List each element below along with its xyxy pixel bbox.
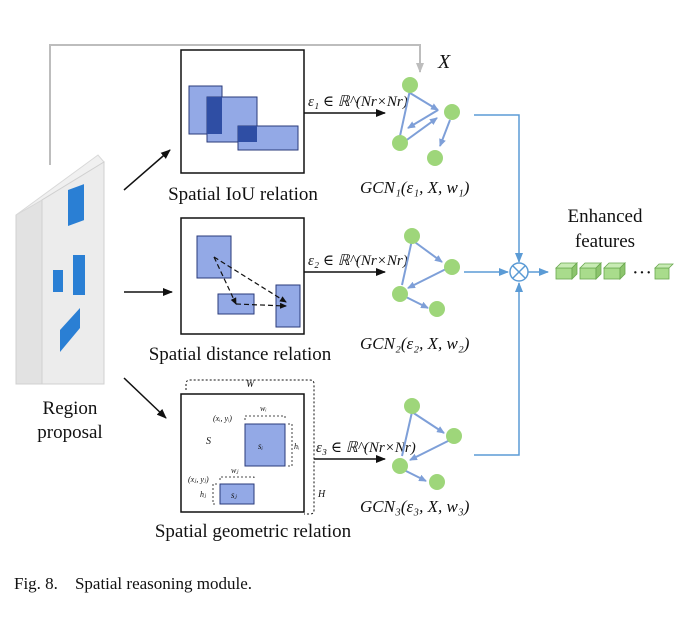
graph-node [429, 301, 445, 317]
geometric-region-s: S [206, 436, 211, 447]
distance-link [235, 302, 287, 309]
x-input-label: X [437, 51, 451, 73]
fusion-circle [509, 262, 529, 282]
feature-cube [555, 262, 578, 280]
feature-ellipsis: ··· [632, 262, 652, 284]
distance-link [213, 256, 287, 303]
graph-node [392, 135, 408, 151]
distance-relation-label: Spatial distance relation [149, 344, 332, 365]
geometric-si-label: sᵢ [258, 441, 264, 451]
proposal-box [53, 270, 63, 292]
geometric-hi: hᵢ [294, 442, 299, 451]
iou-overlap [238, 126, 257, 142]
feature-cube [579, 262, 602, 280]
edge-formula-3: ε₃ ∈ ℝ^(Nr×Nr) [316, 440, 416, 456]
enhanced-label-1: Enhanced [568, 206, 643, 227]
region-proposal-label-1: Region [43, 398, 98, 419]
arrow-to-iou [123, 149, 171, 191]
region-proposal-panel [15, 154, 105, 385]
gcn-graph-1 [392, 77, 460, 166]
gcn-graph-2 [392, 228, 460, 317]
geometric-wi: wᵢ [260, 404, 267, 413]
geometric-sj-label: sⱼ [231, 490, 238, 500]
iou-relation-label: Spatial IoU relation [168, 184, 318, 205]
proposal-box [68, 184, 84, 226]
feature-cube [603, 262, 626, 280]
graph-node [402, 77, 418, 93]
graph-node [446, 428, 462, 444]
geometric-xy-i: (xᵢ, yᵢ) [213, 414, 232, 423]
edge-formula-1: ε₁ ∈ ℝ^(Nr×Nr) [308, 94, 408, 110]
distance-panel [180, 217, 305, 335]
geometric-box-i [244, 423, 286, 467]
figure-caption: Fig. 8. Spatial reasoning module. [14, 574, 252, 594]
graph-node [404, 228, 420, 244]
geometric-wj: wⱼ [231, 466, 239, 475]
geometric-dim-outline [185, 379, 315, 515]
graph-node [444, 259, 460, 275]
gcn-label-3: GCN₃(ε₃, X, w₃) [360, 497, 470, 516]
region-proposal-label-2: proposal [37, 422, 102, 443]
geometric-w-outer: W [246, 379, 256, 390]
proposal-box [60, 308, 80, 352]
geometric-hj: hⱼ [200, 490, 207, 499]
feedback-arrow [49, 44, 424, 165]
proposal-box [73, 255, 85, 295]
geometric-panel: W H S sᵢ sⱼ (xᵢ, yᵢ) (xⱼ, yⱼ) wᵢ wⱼ hᵢ h… [180, 379, 326, 515]
geometric-h-outer: H [317, 489, 326, 500]
gcn-label-1: GCN₁(ε₁, X, w₁) [360, 178, 470, 197]
fusion-line-3 [474, 282, 523, 456]
graph-node [404, 398, 420, 414]
gcn-label-2: GCN₂(ε₂, X, w₂) [360, 334, 470, 353]
geometric-relation-label: Spatial geometric relation [155, 521, 352, 542]
arrow-to-geometric [123, 377, 167, 419]
iou-panel [180, 49, 305, 174]
gcn-graph-3 [392, 398, 462, 490]
iou-overlap [207, 97, 222, 134]
geometric-box-j [219, 483, 255, 505]
graph-node [392, 458, 408, 474]
enhanced-label-2: features [575, 231, 635, 252]
graph-node [444, 104, 460, 120]
figure-number: Fig. 8. [14, 574, 58, 593]
geometric-xy-j: (xⱼ, yⱼ) [188, 475, 209, 484]
graph-node [392, 286, 408, 302]
graph-node [429, 474, 445, 490]
feature-cube [654, 263, 674, 280]
feature-cubes [555, 262, 674, 280]
graph-node [427, 150, 443, 166]
figure-title: Spatial reasoning module. [74, 574, 252, 593]
edge-formula-2: ε₂ ∈ ℝ^(Nr×Nr) [308, 253, 408, 269]
fusion-line-1 [474, 114, 523, 263]
distance-link [213, 256, 237, 305]
